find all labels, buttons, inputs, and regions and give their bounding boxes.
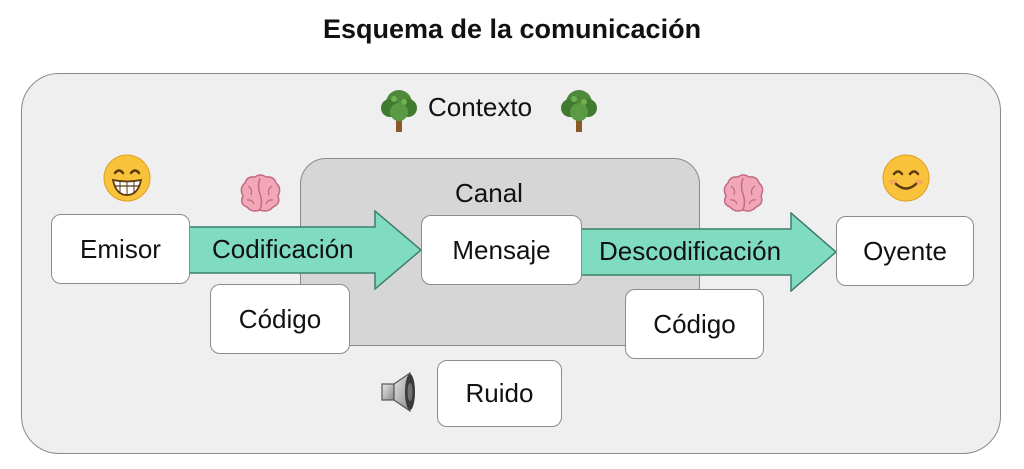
brain-icon-left bbox=[235, 172, 285, 216]
speaker-icon bbox=[379, 370, 427, 414]
message-box: Mensaje bbox=[421, 215, 582, 285]
code-box-left: Código bbox=[210, 284, 350, 354]
noise-box: Ruido bbox=[437, 360, 562, 427]
noise-label: Ruido bbox=[465, 378, 534, 408]
grinning-face-icon bbox=[102, 153, 152, 203]
code-label-left: Código bbox=[238, 303, 322, 334]
encoding-label: Codificación bbox=[212, 234, 354, 264]
smiling-face-icon bbox=[881, 153, 931, 203]
decoding-label: Descodificación bbox=[599, 236, 782, 266]
diagram-title: Esquema de la comunicación bbox=[322, 14, 702, 44]
code-label-right: Código bbox=[653, 308, 736, 339]
context-label: Contexto bbox=[428, 92, 533, 122]
message-label: Mensaje bbox=[452, 234, 551, 265]
emitter-box: Emisor bbox=[51, 214, 190, 284]
channel-label: Canal bbox=[455, 178, 523, 208]
listener-label: Oyente bbox=[863, 235, 947, 266]
tree-icon-left bbox=[378, 88, 420, 134]
emitter-label: Emisor bbox=[80, 233, 161, 264]
brain-icon-right bbox=[718, 172, 768, 216]
code-box-right: Código bbox=[625, 289, 764, 359]
decoding-arrow bbox=[580, 212, 838, 292]
tree-icon-right bbox=[558, 88, 600, 134]
encoding-arrow bbox=[188, 210, 424, 290]
listener-box: Oyente bbox=[836, 216, 974, 286]
